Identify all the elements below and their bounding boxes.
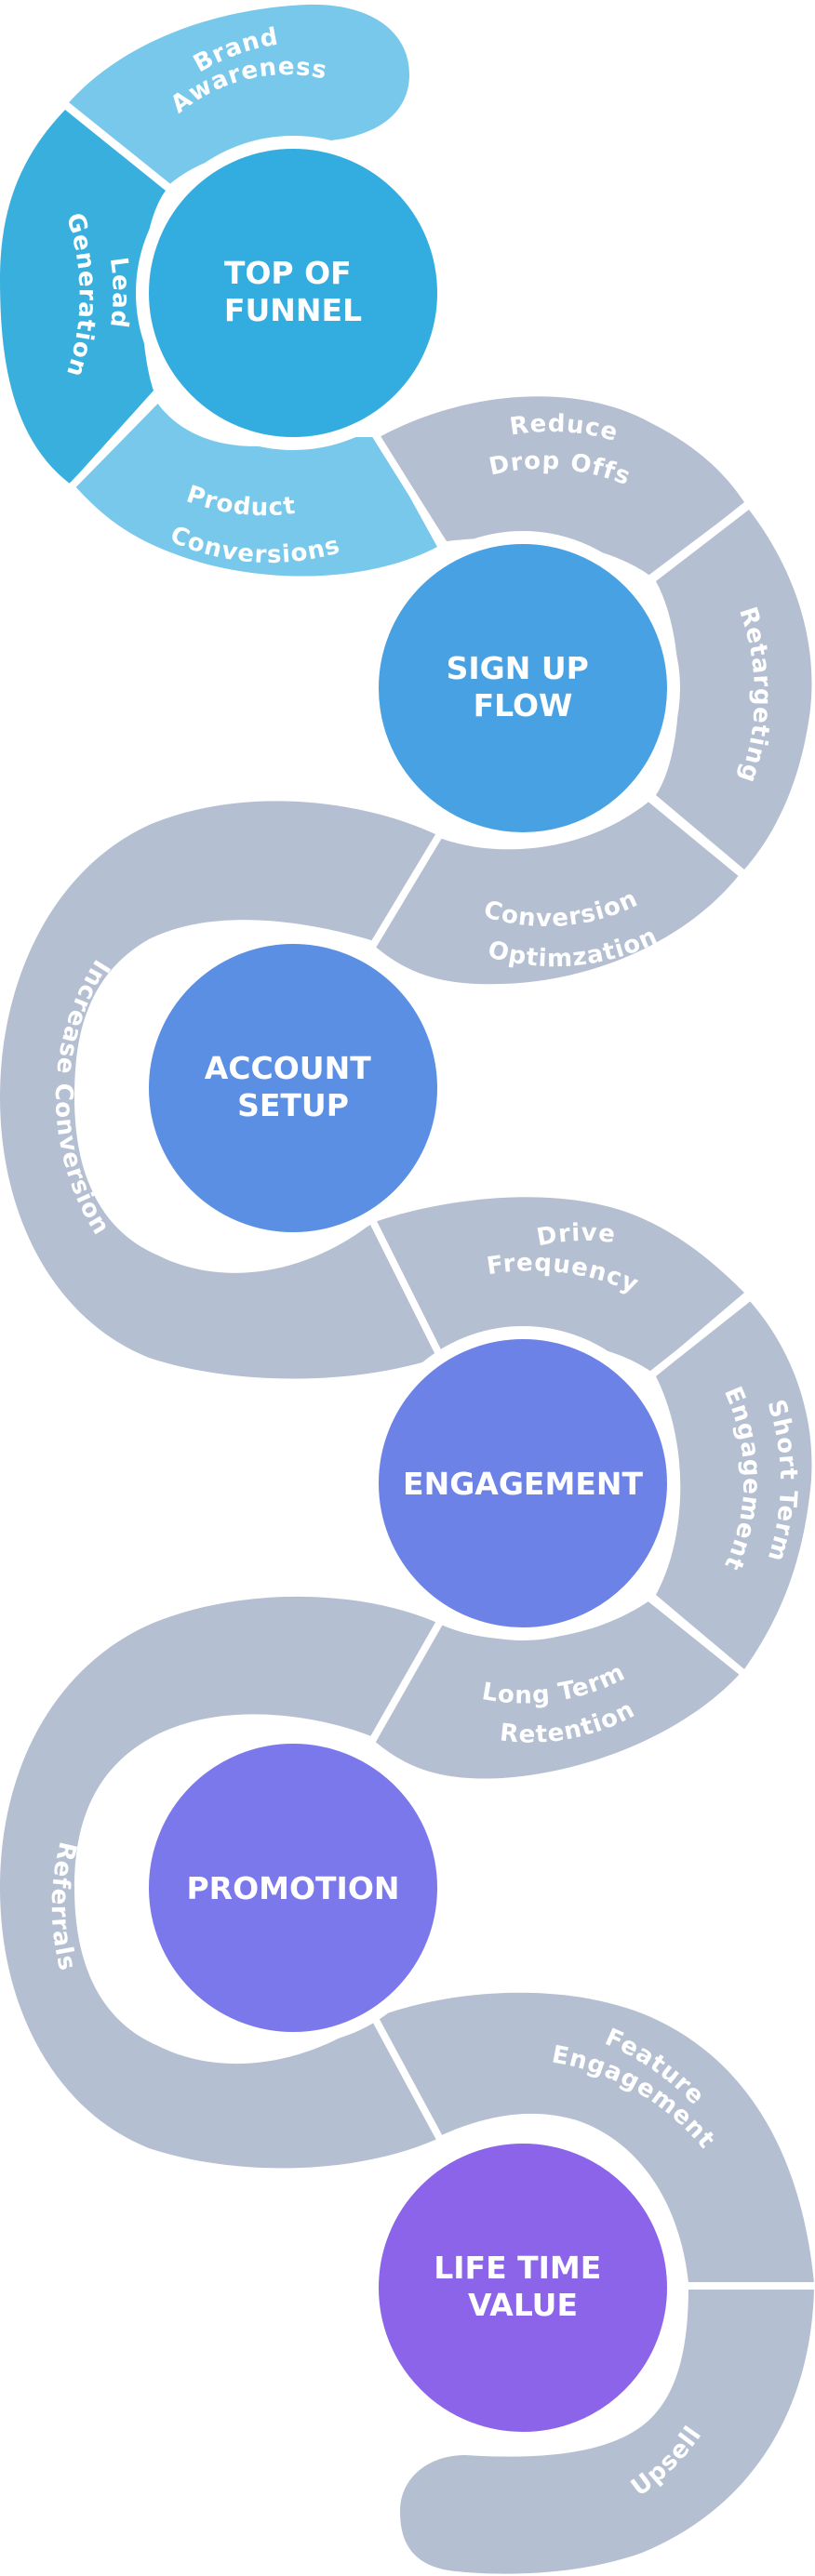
title-sign-up-flow-line1: SIGN UP (447, 650, 589, 686)
title-life-time-value-line1: LIFE TIME (434, 2250, 601, 2286)
segment-long-term-retention (372, 1600, 740, 1779)
label-drive-frequency-line1: Drive (534, 1219, 616, 1253)
segment-conversion-optimization (372, 800, 740, 985)
segment-feature-engagement (374, 1992, 814, 2283)
svg-text:Drive: Drive (534, 1219, 617, 1253)
title-top-of-funnel-line2: FUNNEL (224, 292, 362, 328)
circle-promotion (136, 1731, 450, 2045)
circle-engagement (366, 1326, 680, 1640)
segment-upsell (400, 2288, 814, 2574)
svg-text:Referrals: Referrals (46, 1839, 82, 1974)
svg-text:TOP OF FUNNEL: TOP OF FUNNEL (224, 255, 362, 328)
segment-retargeting (656, 510, 812, 870)
title-account-setup-line2: SETUP (237, 1087, 349, 1123)
label-lead-generation-line1: Lead (104, 256, 134, 330)
title-account-setup-line1: ACCOUNT (205, 1050, 371, 1086)
title-top-of-funnel-line1: TOP OF (224, 255, 352, 291)
segment-referrals (0, 1596, 437, 2169)
circle-top-of-funnel (136, 136, 450, 450)
segment-separators (62, 100, 815, 2290)
title-sign-up-flow-line2: FLOW (474, 687, 573, 724)
title-engagement: ENGAGEMENT (403, 1466, 643, 1502)
circle-sign-up-flow (366, 531, 680, 845)
svg-text:SIGN UP FLOW: SIGN UP FLOW (447, 650, 600, 724)
segment-drive-frequency (372, 1197, 744, 1372)
segment-reduce-drop-offs (380, 396, 744, 577)
segment-product-conversions (74, 402, 437, 577)
title-life-time-value-line2: VALUE (468, 2287, 578, 2323)
circle-life-time-value (366, 2131, 680, 2445)
svg-text:ACCOUNT SETUP: ACCOUNT SETUP (205, 1050, 381, 1123)
title-promotion: PROMOTION (186, 1870, 399, 1906)
circle-account-setup (136, 931, 450, 1245)
svg-text:Lead: Lead (104, 256, 135, 330)
segment-lead-generation (0, 110, 166, 484)
segment-increase-conversion (0, 801, 437, 1379)
svg-text:LIFE TIME VALUE: LIFE TIME VALUE (434, 2250, 612, 2323)
segment-short-term-engagement (656, 1300, 812, 1669)
label-referrals: Referrals (46, 1839, 81, 1974)
